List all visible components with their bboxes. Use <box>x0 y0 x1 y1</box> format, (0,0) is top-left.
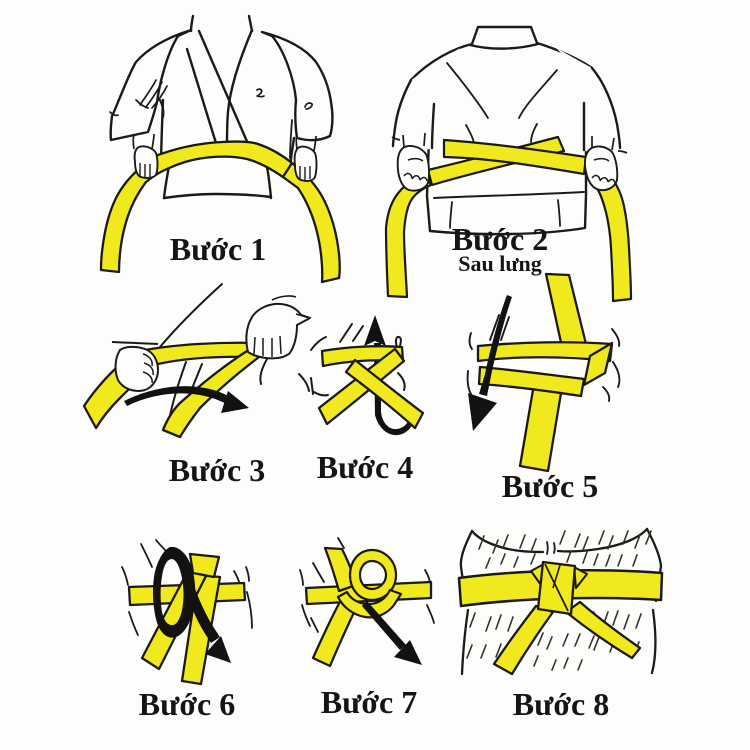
svg-text:Bước 2: Bước 2 <box>452 221 548 257</box>
svg-text:Bước 5: Bước 5 <box>502 468 598 504</box>
svg-text:Bước 4: Bước 4 <box>317 449 413 485</box>
svg-text:Bước 1: Bước 1 <box>170 231 266 267</box>
svg-text:Bước 7: Bước 7 <box>321 684 417 720</box>
svg-text:Bước 8: Bước 8 <box>513 686 609 722</box>
svg-text:Bước 6: Bước 6 <box>139 686 235 722</box>
svg-text:Bước 3: Bước 3 <box>169 452 265 488</box>
svg-text:Sau lưng: Sau lưng <box>458 251 542 276</box>
